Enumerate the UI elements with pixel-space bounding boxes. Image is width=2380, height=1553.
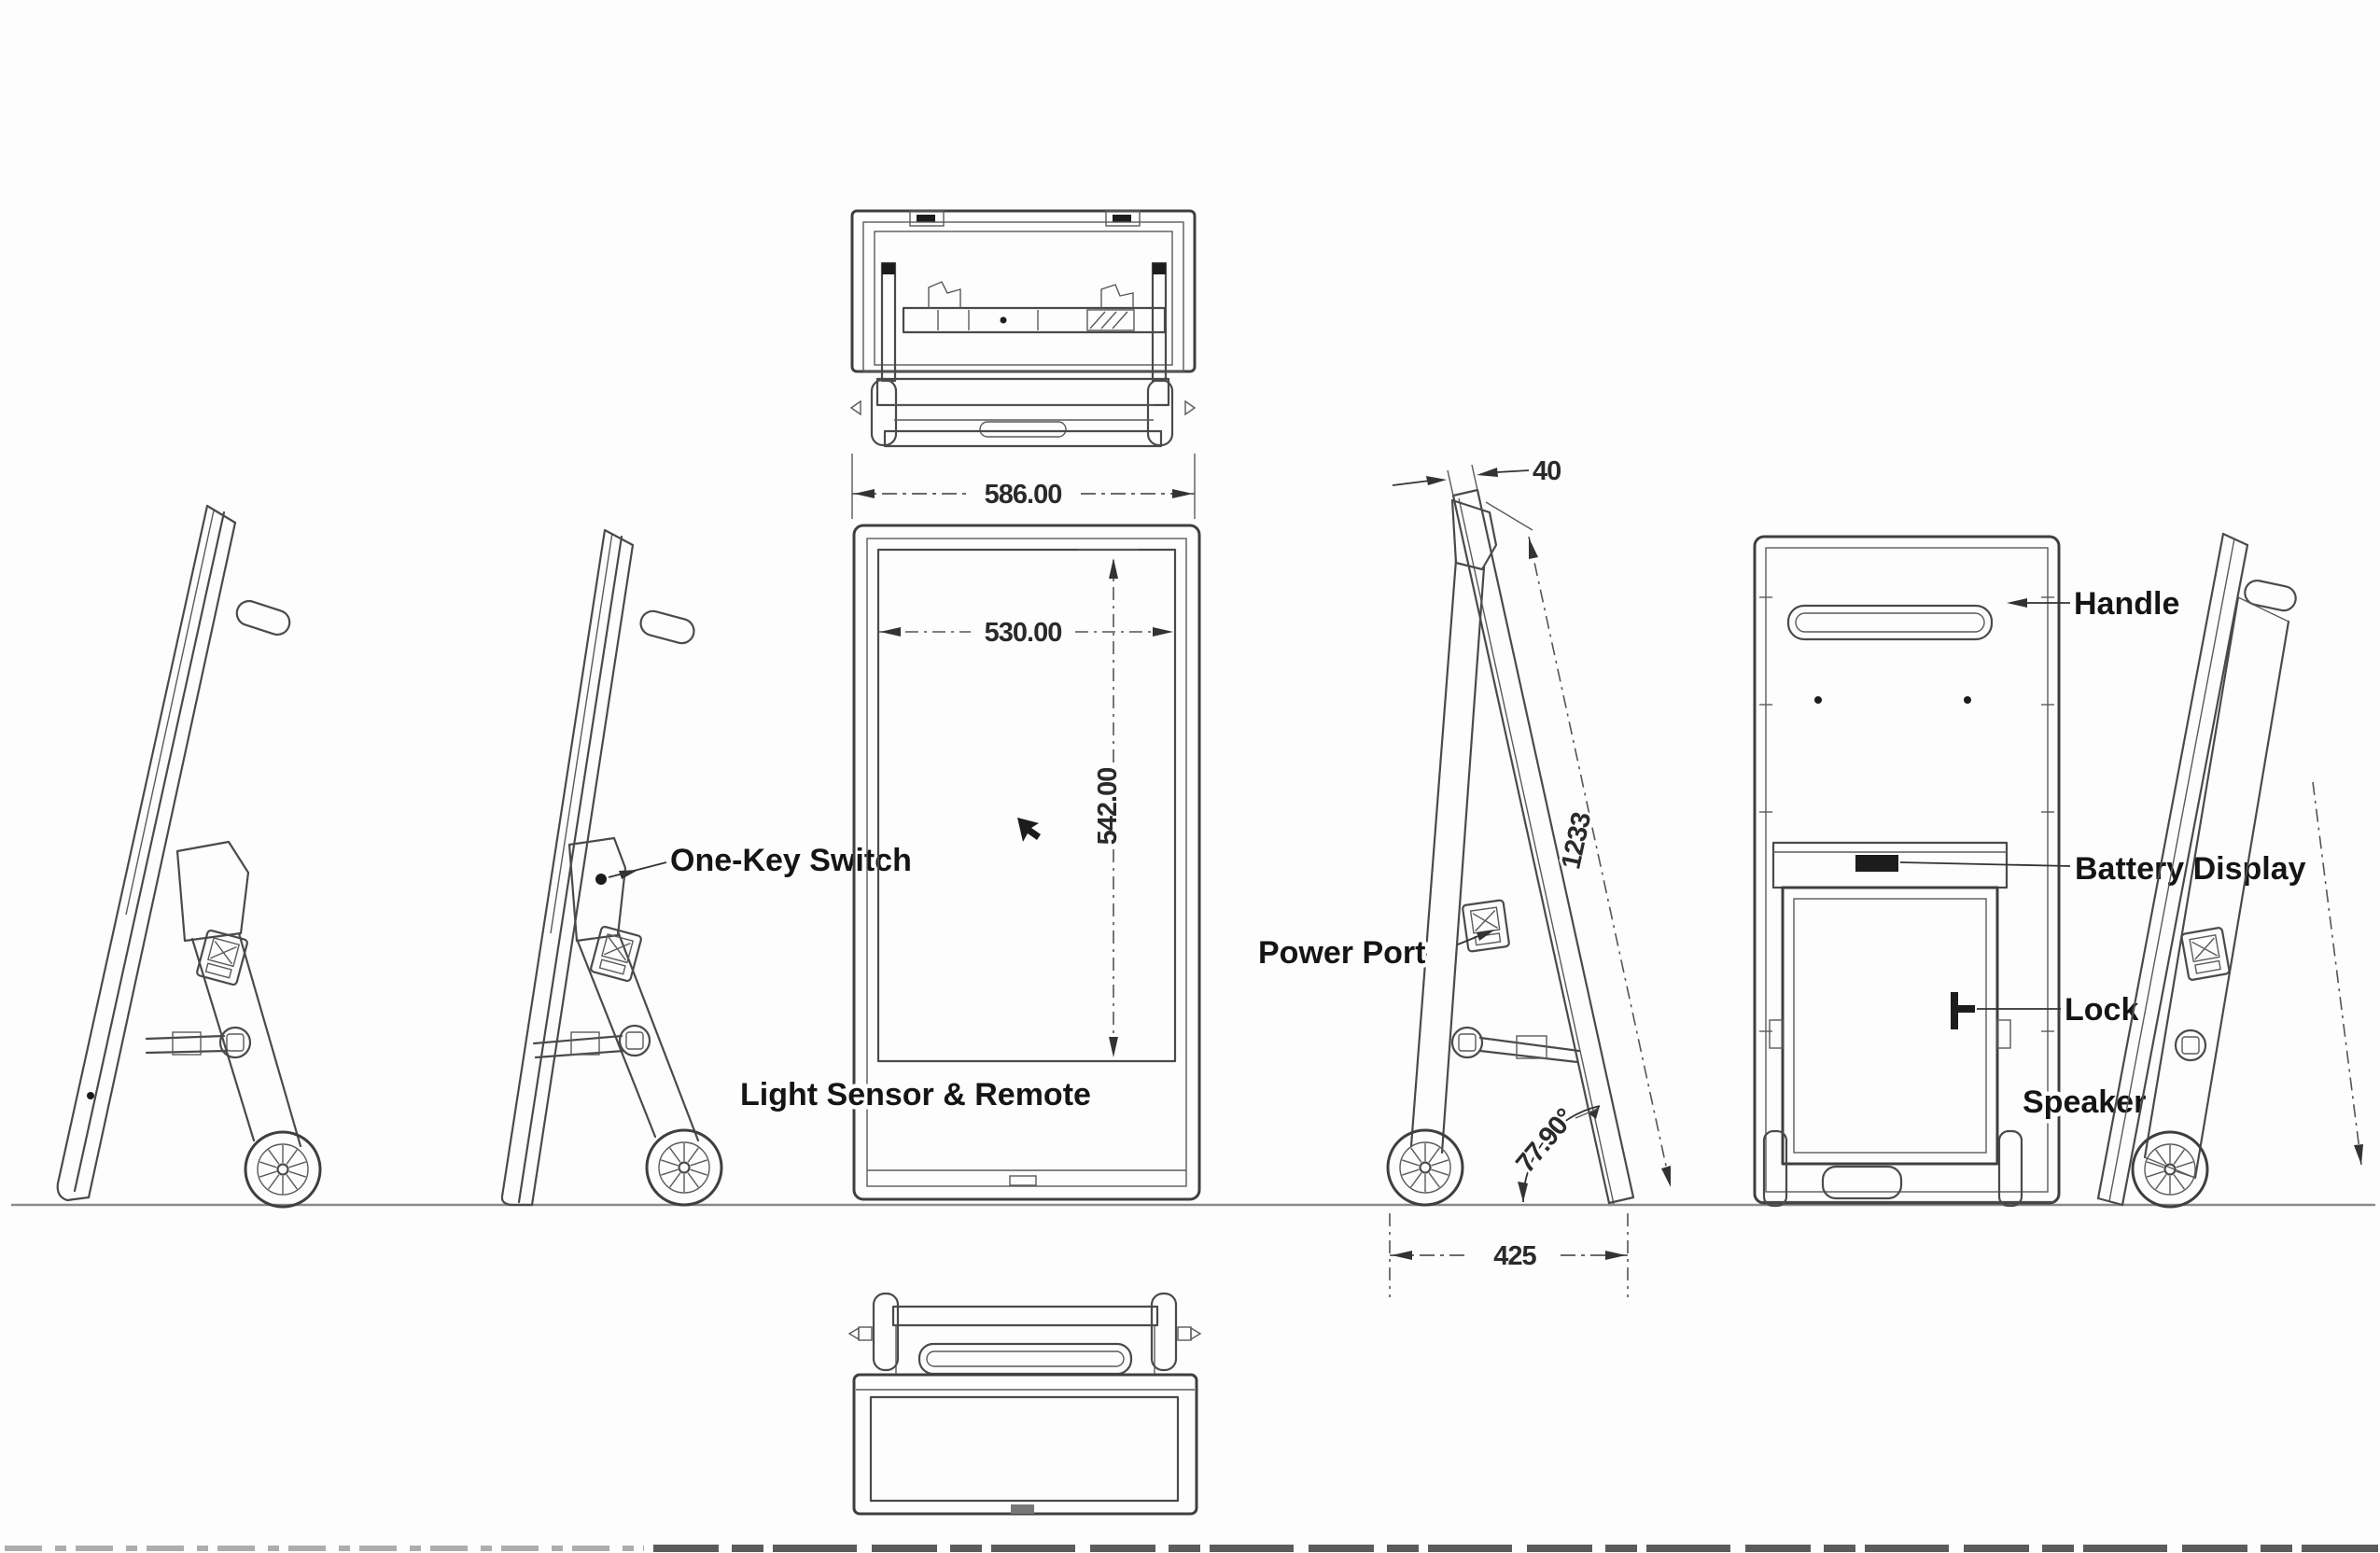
strut-sleeve [1516,1035,1547,1059]
lock-icon [1951,992,1958,1029]
wheel-bottom [872,1292,900,1372]
dim-530: 530.00 [985,618,1062,648]
dimension-screen-width: 530.00 [878,615,1175,651]
dimension-top-width: 586.00 [851,454,1196,519]
bottom-view [847,1292,1202,1516]
label-power-port: Power Port [1258,935,1425,971]
label-light-sensor: Light Sensor & Remote [740,1077,1091,1112]
handle-stub [639,609,695,645]
dimension-tilt-angle: 77.90° [1507,1100,1601,1203]
label-one-key-switch: One-Key Switch [670,843,912,878]
handle-stub [235,599,291,637]
power-port-icon [1461,899,1511,953]
dim-77-90: 77.90° [1510,1103,1580,1179]
label-lock: Lock [2065,992,2138,1028]
screen [876,548,1177,1063]
dimension-panel-length: 1233 [1485,501,1672,1188]
pivot-bracket [1450,498,1498,571]
side-view-right [2096,532,2363,1209]
dimension-screen-height: 542.00 [1078,549,1139,1057]
handle-bottom [917,1342,1133,1376]
dim-542: 542.00 [1093,768,1123,846]
side-view-left [56,504,322,1209]
foot [1997,1129,2023,1208]
side-view-left-2: One-Key Switch [500,528,916,1207]
strut-sleeve [172,1031,202,1056]
foot [1762,1129,1788,1208]
battery-display-icon [1855,855,1898,872]
pivot-bracket [567,836,627,943]
side-view-dimensioned: Power Port 40 1233 77.90° [1254,454,1672,1297]
wheel-bottom [1150,1292,1178,1372]
wheel-icon [1386,1128,1464,1207]
handle-slot [1786,604,1994,641]
swing-centerline [2312,781,2362,1166]
door-grip [1821,1165,1903,1200]
one-key-switch-icon [595,874,607,885]
label-handle: Handle [2074,586,2179,622]
base-notch [1011,1504,1034,1514]
strut-sleeve [570,1031,600,1056]
dim-1233: 1233 [1556,809,1597,872]
hinge-bracket-left [928,281,961,308]
battery-door [1781,886,1999,1166]
top-view [849,209,1197,448]
dim-425: 425 [1493,1241,1536,1271]
handle-stub [2244,579,2297,612]
cursor-icon [1017,818,1041,842]
wheel-icon [244,1130,322,1209]
label-speaker: Speaker [2023,1084,2146,1120]
back-view: Handle Battery Display Lock Speaker [1753,535,2310,1208]
wheel-icon [645,1128,723,1207]
dim-40: 40 [1533,456,1561,486]
pivot-bracket [175,840,250,943]
dim-586: 586.00 [985,480,1062,510]
front-view: 530.00 542.00 Light Sensor & Remote [736,524,1201,1201]
hinge-bracket-right [1100,284,1134,308]
dimension-base-depth: 425 [1389,1213,1629,1297]
dimension-panel-thickness: 40 [1392,454,1564,497]
light-sensor-window [1009,1175,1037,1186]
